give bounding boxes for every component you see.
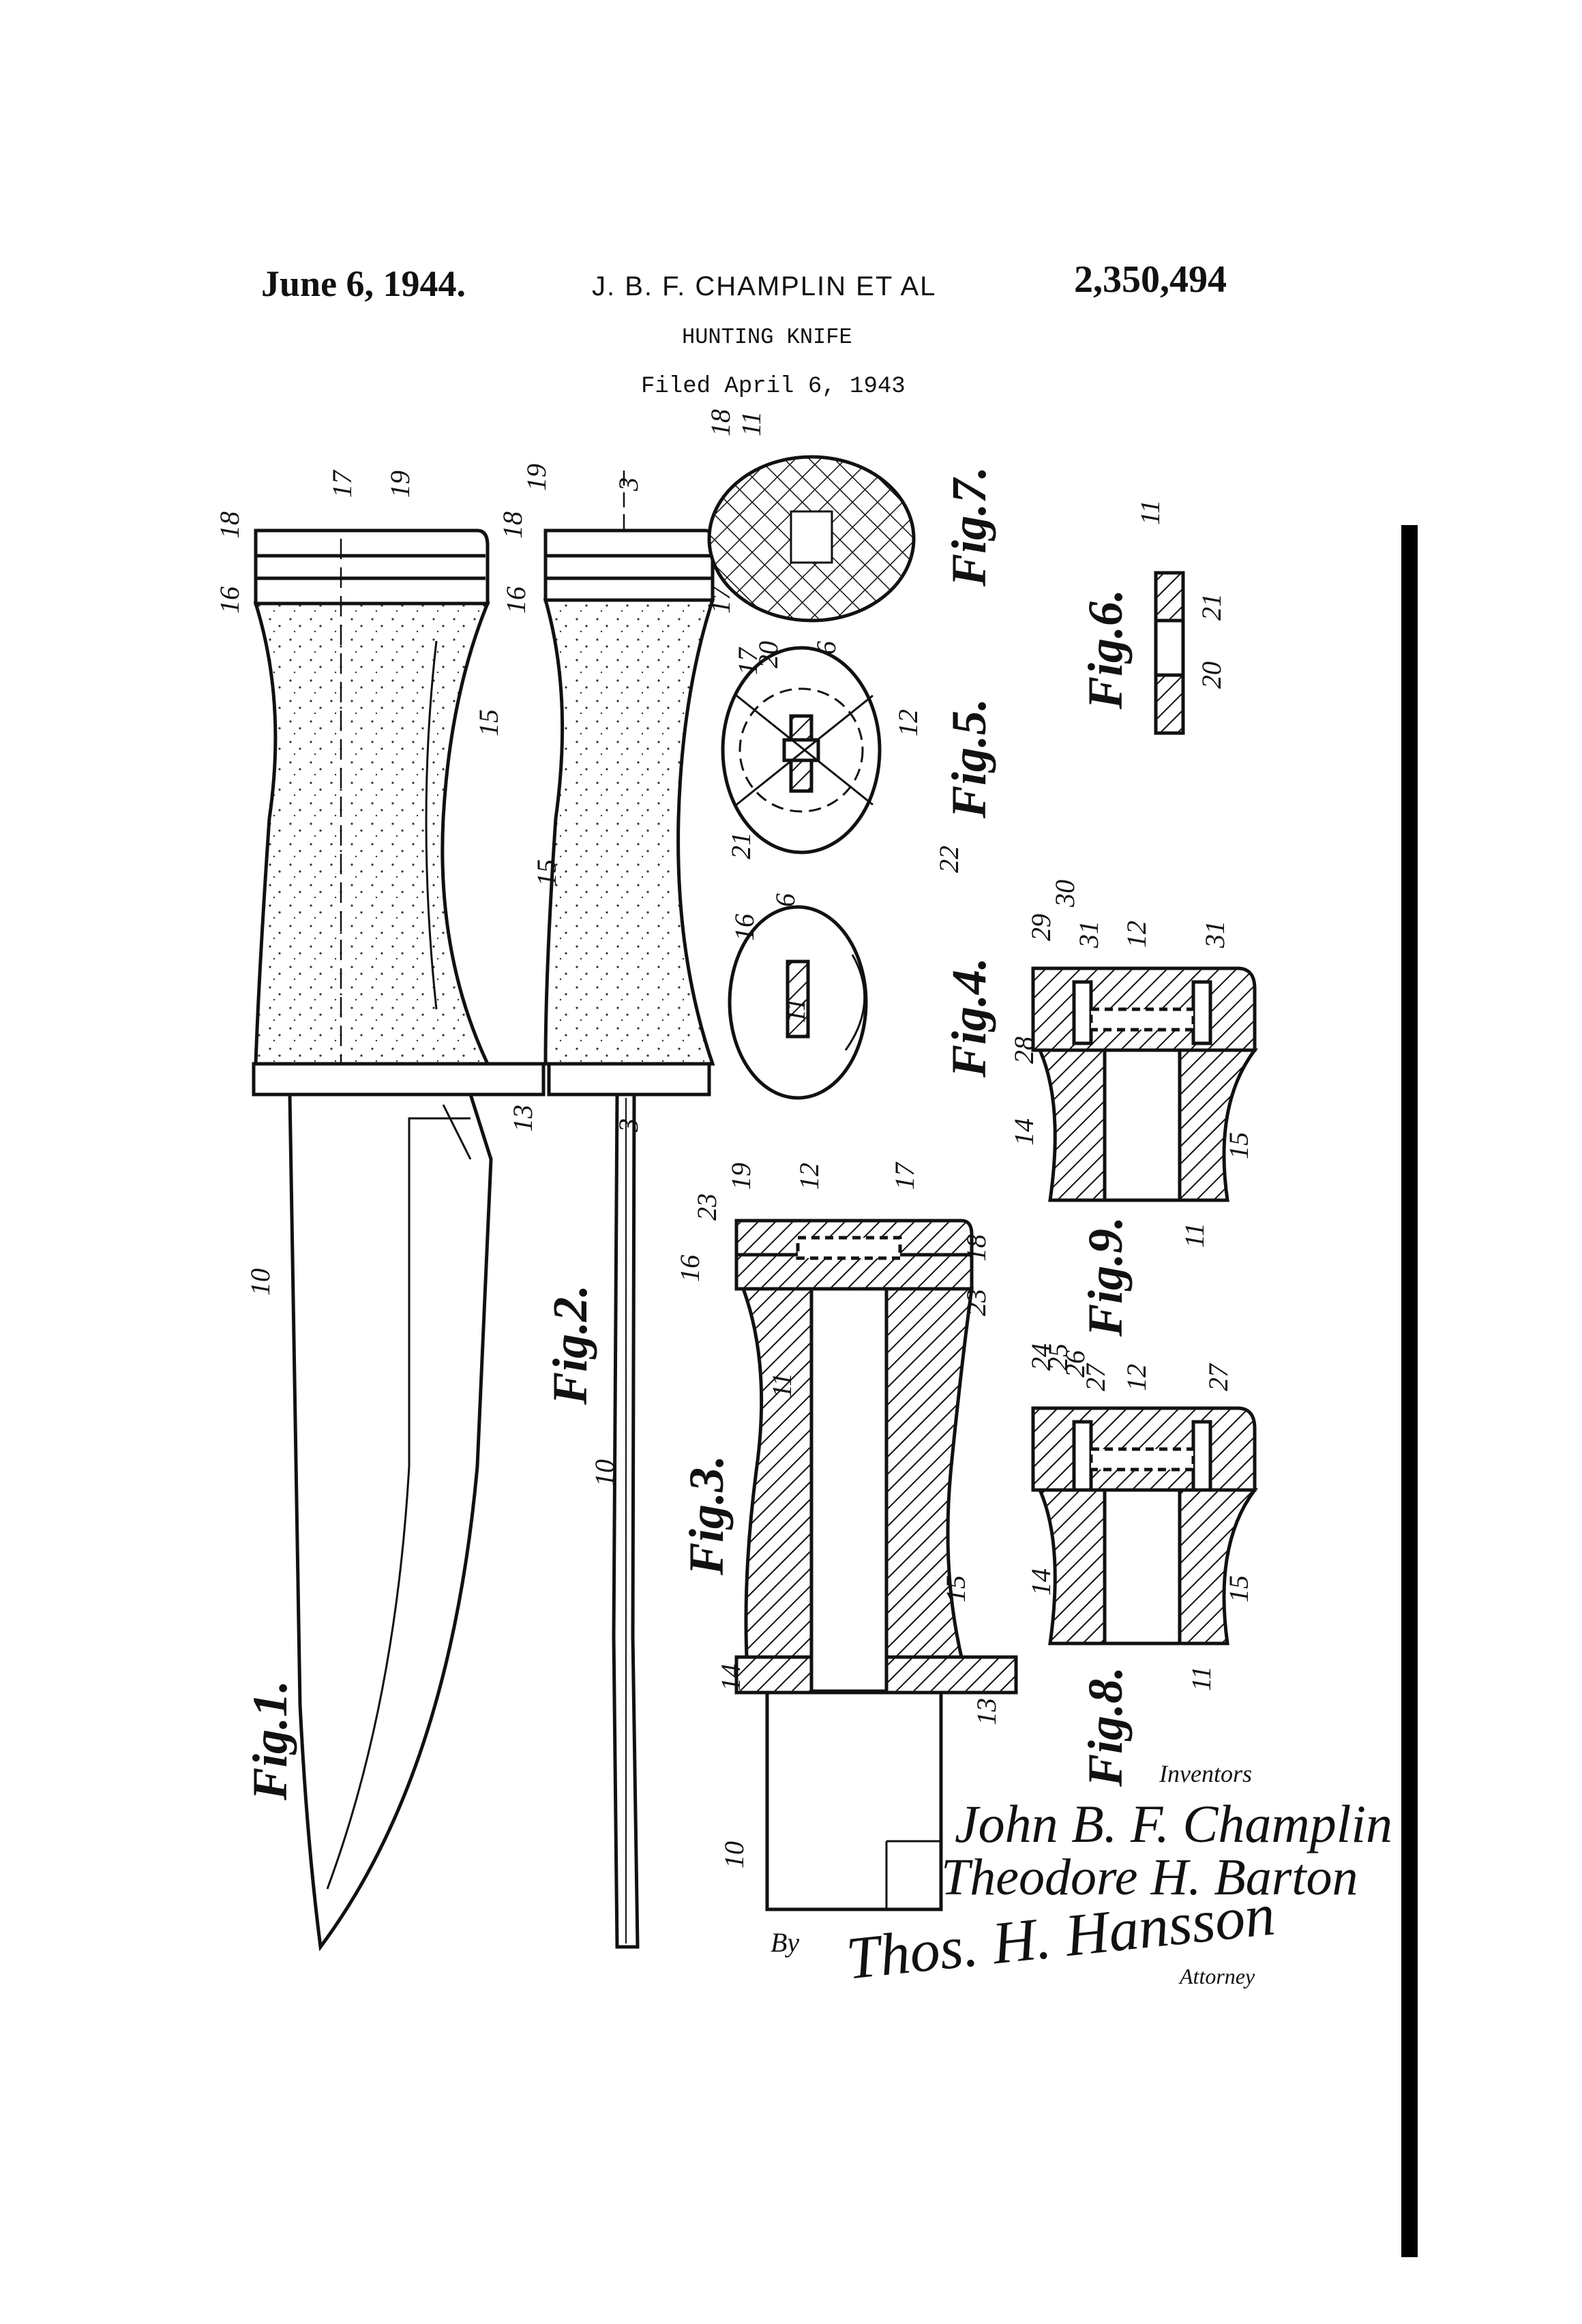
ref-numeral: 11 [1186,1666,1217,1691]
ref-numeral: 20 [753,641,783,668]
patent-date: June 6, 1944. [261,263,466,304]
ref-numeral: 16 [214,586,245,614]
figure-5-section [721,646,882,854]
ref-numeral: 10 [589,1459,620,1487]
ref-numeral: 21 [726,832,756,859]
ref-numeral: 22 [934,846,964,873]
ref-numeral: 17 [327,469,357,498]
ref-numeral: 19 [726,1163,756,1190]
ref-numeral: 6 [811,641,841,655]
ref-numeral: 28 [1009,1037,1039,1064]
ref-numeral: 11 [736,411,766,436]
ref-numeral: 25 [1043,1343,1073,1371]
fig7-label: Fig.7. [942,466,996,587]
figure-2-knife-edge [543,471,715,1949]
ref-numeral: 17 [889,1161,920,1190]
filed-date: Filed April 6, 1943 [641,374,906,400]
inventor-2-signature: Theodore H. Barton [941,1849,1358,1906]
patent-title: HUNTING KNIFE [682,325,852,350]
ref-numeral: 13 [507,1105,538,1132]
ref-numeral: 12 [794,1163,824,1190]
ref-numeral: 14 [1026,1568,1056,1596]
ref-numeral: 14 [1009,1118,1039,1146]
fig8-label: Fig.8. [1078,1667,1133,1787]
ref-numeral: 23 [961,1289,991,1316]
fig5-label: Fig.5. [942,698,996,819]
figure-4-end-view [728,905,868,1100]
ref-numeral: 18 [961,1234,991,1262]
ref-numeral: 19 [521,464,552,491]
ref-numeral: 21 [1196,593,1227,621]
patent-inventor: J. B. F. CHAMPLIN ET AL [592,271,937,301]
ref-numeral: 10 [719,1841,749,1868]
ref-numeral: 3 [613,477,644,492]
inventor-1-signature: John B. F. Champlin [955,1794,1393,1853]
ref-numeral: 31 [1199,921,1230,949]
ref-numeral: 18 [705,409,736,436]
ref-numeral: 13 [971,1698,1002,1725]
ref-numeral: 11 [1179,1223,1210,1248]
figure-8-pommel-section [1031,1406,1258,1645]
by-label: By [771,1927,800,1958]
page-edge-rule [1401,525,1418,2257]
ref-numeral: 11 [766,1373,797,1398]
ref-numeral: 12 [1121,1364,1152,1391]
ref-numeral: 17 [732,646,763,675]
fig2-label: Fig.2. [543,1285,597,1405]
ref-numeral: 12 [893,709,923,736]
ref-numeral: 16 [729,914,760,941]
ref-numeral: 17 [705,585,736,614]
ref-numeral: 11 [780,998,811,1023]
ref-numeral: 15 [940,1575,971,1603]
ref-numeral: 16 [674,1255,705,1282]
figure-3-handle-section [734,1219,1018,1911]
fig3-label: Fig.3. [679,1455,734,1576]
ref-numeral: 10 [245,1268,275,1296]
attorney-label: Attorney [1180,1964,1255,1988]
ref-numeral: 15 [1223,1575,1254,1603]
inventors-label: Inventors [1159,1760,1252,1787]
figure-7-pommel-cap [707,455,916,623]
fig9-label: Fig.9. [1078,1217,1133,1337]
ref-numeral: 11 [1135,500,1165,525]
fig6-label: Fig.6. [1078,589,1133,710]
ref-numeral: 18 [497,511,528,539]
ref-numeral: 20 [1196,661,1227,689]
ref-numeral: 29 [1026,914,1056,941]
ref-numeral: 27 [1080,1362,1111,1391]
ref-numeral: 27 [1203,1362,1234,1391]
figure-9-pommel-section [1031,966,1258,1202]
ref-numeral: 15 [1223,1132,1254,1159]
ref-numeral: 16 [501,586,531,614]
ref-numeral: 24 [1026,1343,1056,1371]
ref-numeral: 15 [531,859,562,887]
ref-numeral: 26 [1060,1350,1090,1377]
figure-1-knife [252,528,546,1952]
patent-number: 2,350,494 [1074,258,1227,301]
ref-numeral: 3 [613,1118,644,1133]
ref-numeral: 12 [1121,921,1152,948]
ref-numeral: 30 [1049,880,1080,908]
ref-numeral: 19 [385,471,415,498]
ref-numeral: 6 [770,893,801,907]
fig4-label: Fig.4. [942,957,996,1078]
ref-numeral: 31 [1073,921,1104,949]
figure-6-section [1154,571,1185,735]
fig1-label: Fig.1. [243,1680,297,1801]
ref-numeral: 14 [715,1664,746,1691]
ref-numeral: 18 [214,511,245,539]
ref-numeral: 15 [473,709,504,736]
ref-numeral: 23 [691,1193,722,1221]
